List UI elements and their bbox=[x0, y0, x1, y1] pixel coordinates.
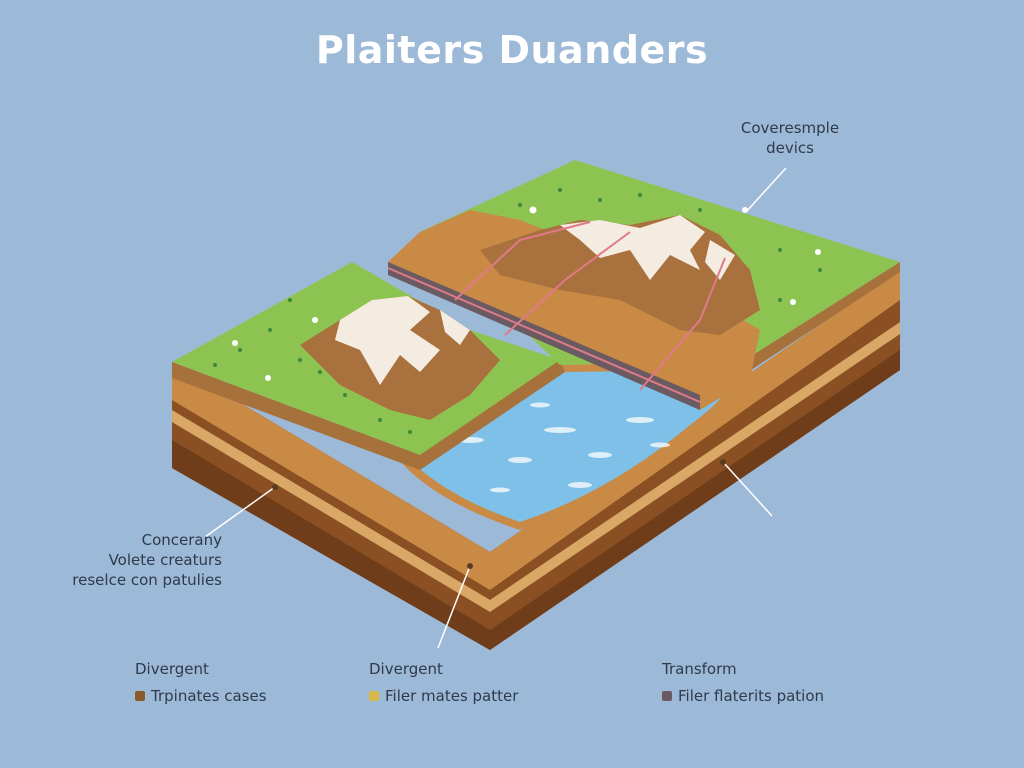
callout-leaders bbox=[204, 167, 787, 649]
block-front-right-face bbox=[490, 270, 900, 650]
callout-top-right-line1: Coveresmple bbox=[740, 119, 840, 137]
callout-left-line3: reselce con patulies bbox=[72, 571, 222, 589]
callout-left-line2: Volete creaturs bbox=[108, 551, 222, 569]
callout-top-right: Coveresmple devics bbox=[738, 118, 842, 158]
legend-text: Filer flaterits pation bbox=[678, 687, 825, 705]
legend-swatch bbox=[135, 691, 145, 701]
ocean-basin bbox=[395, 360, 746, 530]
legend-divergent-2: Divergent Filer mates patter bbox=[369, 658, 518, 706]
callout-left: Concerany Volete creaturs reselce con pa… bbox=[62, 530, 222, 590]
legend-swatch bbox=[369, 691, 379, 701]
legend-swatch bbox=[662, 691, 672, 701]
water bbox=[400, 370, 735, 522]
callout-top-right-line2: devics bbox=[766, 139, 814, 157]
legend-heading: Transform bbox=[662, 660, 737, 678]
legend-text: Filer mates patter bbox=[385, 687, 519, 705]
block-front-left-face bbox=[172, 362, 490, 650]
legend-divergent-1: Divergent Trpinates cases bbox=[135, 658, 267, 706]
right-plate bbox=[387, 160, 900, 410]
legend-heading: Divergent bbox=[135, 660, 209, 678]
left-plate bbox=[172, 262, 565, 470]
legend-heading: Divergent bbox=[369, 660, 443, 678]
callout-left-line1: Concerany bbox=[141, 531, 222, 549]
diagram-title: Plaiters Duanders bbox=[315, 28, 709, 72]
legend-text: Trpinates cases bbox=[151, 687, 267, 705]
legend-transform: Transform Filer flaterits pation bbox=[662, 658, 824, 706]
